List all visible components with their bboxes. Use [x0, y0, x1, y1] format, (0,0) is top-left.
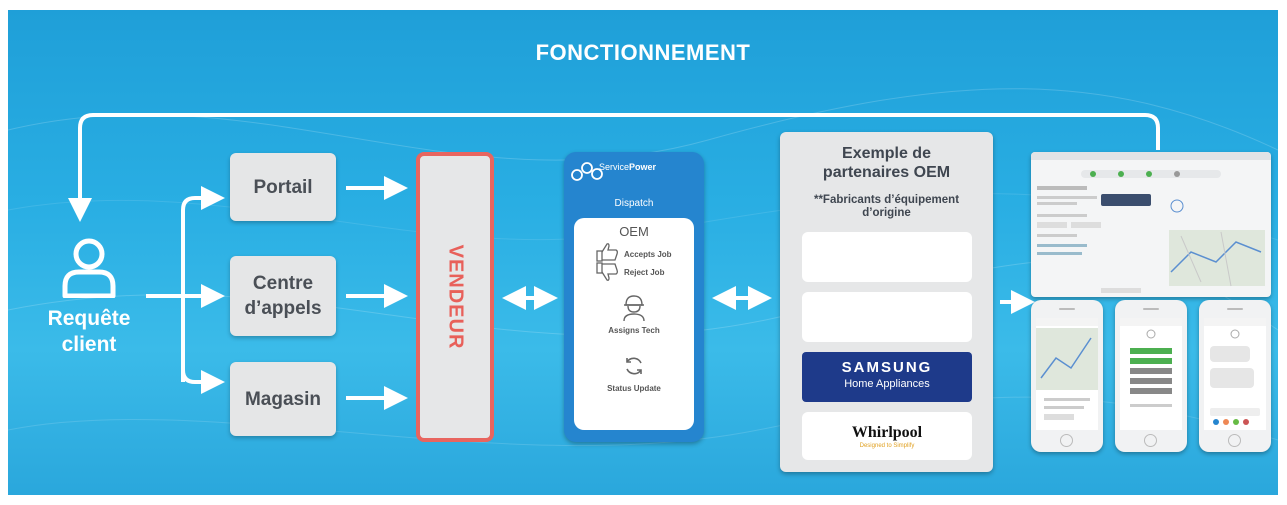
dispatch-card: OEM Accepts Job Reject Job Assigns Tech — [574, 218, 694, 430]
channel-portail: Portail — [230, 153, 336, 221]
phone-messages-preview — [1204, 318, 1266, 425]
phone-screenshot-menu — [1115, 300, 1187, 452]
phone-menu-preview — [1120, 318, 1182, 407]
person-icon — [62, 238, 116, 298]
servicepower-logo-text: ServicePower — [599, 162, 657, 172]
phone-map-preview — [1036, 318, 1098, 420]
accepts-job-label: Accepts Job — [624, 250, 672, 259]
channel-magasin: Magasin — [230, 362, 336, 436]
phone-screenshot-messages — [1199, 300, 1271, 452]
whirlpool-logo: Whirlpool Designed to Simplify — [802, 412, 972, 460]
client-request: Requête client — [36, 238, 142, 358]
desktop-app-preview — [1031, 152, 1271, 293]
vendor-box: VENDEUR — [416, 152, 494, 442]
technician-icon — [623, 295, 645, 322]
dispatch-label: Dispatch — [614, 198, 654, 209]
oem-partners-title: Exemple de partenaires OEM — [822, 145, 951, 181]
flow-arrows — [68, 113, 1160, 410]
servicepower-logo-icon — [571, 162, 603, 181]
status-update-label: Status Update — [607, 384, 661, 393]
return-arrow — [68, 113, 1160, 222]
servicepower-panel: ServicePower Dispatch OEM Accepts Job Re… — [564, 152, 704, 442]
client-label: Requête client — [47, 307, 131, 356]
oem-partners-panel: Exemple de partenaires OEM **Fabricants … — [780, 132, 993, 472]
thumbs-down-icon — [596, 262, 618, 281]
partner-slot-empty — [802, 292, 972, 342]
thumbs-up-icon — [596, 243, 618, 262]
oem-label: OEM — [619, 224, 649, 239]
vendor-label: VENDEUR — [444, 244, 467, 350]
channel-centre-appels: Centre d’appels — [230, 256, 336, 336]
oem-partners-subtitle: **Fabricants d’équipement d’origine — [813, 194, 960, 219]
partner-slot-empty — [802, 232, 972, 282]
reject-job-label: Reject Job — [624, 268, 665, 277]
page-title: FONCTIONNEMENT — [535, 40, 751, 65]
desktop-app-screenshot — [1031, 152, 1271, 297]
assigns-tech-label: Assigns Tech — [608, 326, 660, 335]
refresh-icon — [626, 357, 642, 375]
diagram-canvas: FONCTIONNEMENT Req — [8, 10, 1278, 495]
samsung-logo: SAMSUNG Home Appliances — [802, 352, 972, 402]
phone-screenshot-map — [1031, 300, 1103, 452]
